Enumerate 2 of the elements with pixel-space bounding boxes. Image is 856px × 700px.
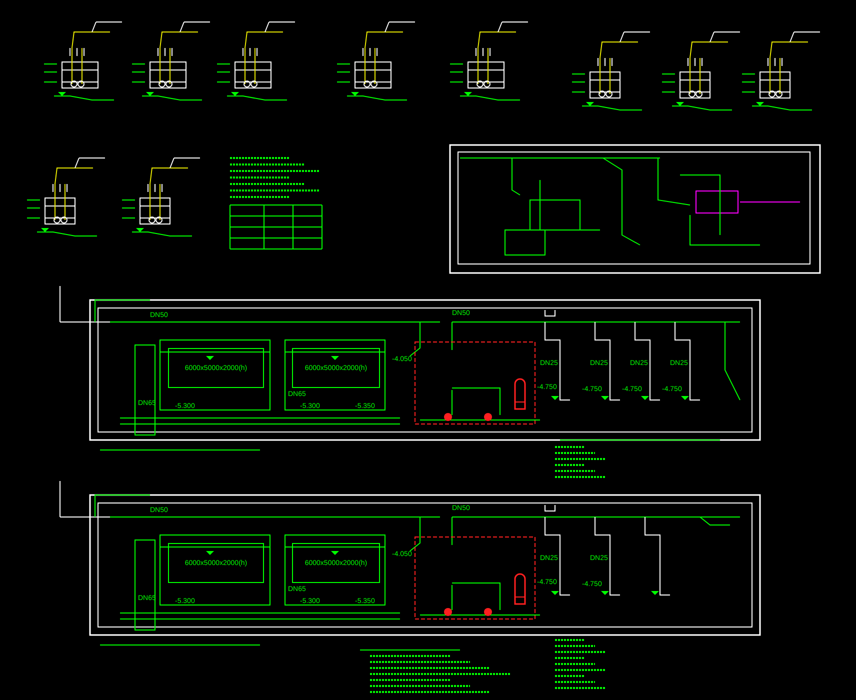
pressure-vessel xyxy=(514,573,526,605)
pressure-vessel xyxy=(514,378,526,410)
